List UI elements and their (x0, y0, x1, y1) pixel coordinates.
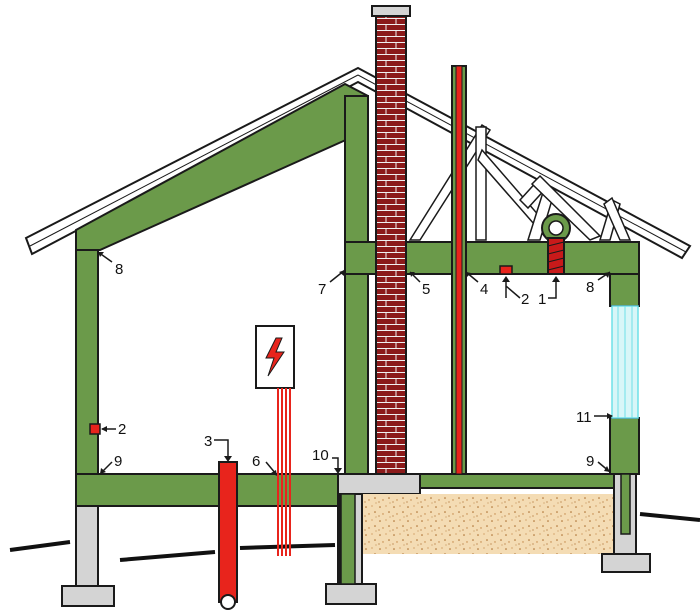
callout-1: 1 (538, 291, 546, 308)
callout-7: 7 (318, 281, 326, 298)
callout-9-right: 9 (586, 453, 594, 470)
center-foundation-insulation (340, 493, 356, 585)
callout-5: 5 (422, 281, 430, 298)
callout-2-ceiling: 2 (521, 291, 529, 308)
callout-9-left: 9 (114, 453, 122, 470)
ground-line (9, 512, 700, 562)
roof (24, 66, 692, 260)
right-foundation-insulation (620, 473, 631, 535)
callout-11: 11 (576, 409, 592, 426)
window (611, 305, 639, 419)
callout-8-right: 8 (586, 279, 594, 296)
sensor-box-ceiling (499, 265, 513, 275)
sensor-box-wall (89, 423, 101, 435)
electrical-panel (255, 325, 295, 556)
callout-arrowheads (98, 252, 613, 476)
drain-pipe (218, 461, 238, 610)
vent-pipe (451, 65, 467, 475)
lightning-icon (265, 337, 285, 377)
concrete-slab (337, 473, 621, 554)
callout-3: 3 (204, 433, 212, 450)
callout-10: 10 (312, 447, 329, 464)
callout-8-left: 8 (115, 261, 123, 278)
callout-4: 4 (480, 281, 488, 298)
callout-2-wall: 2 (118, 421, 126, 438)
exhaust-fan (541, 213, 571, 275)
brick-chimney (371, 5, 411, 475)
house-frame (75, 82, 640, 589)
callout-6: 6 (252, 453, 260, 470)
roof-truss (408, 123, 632, 241)
